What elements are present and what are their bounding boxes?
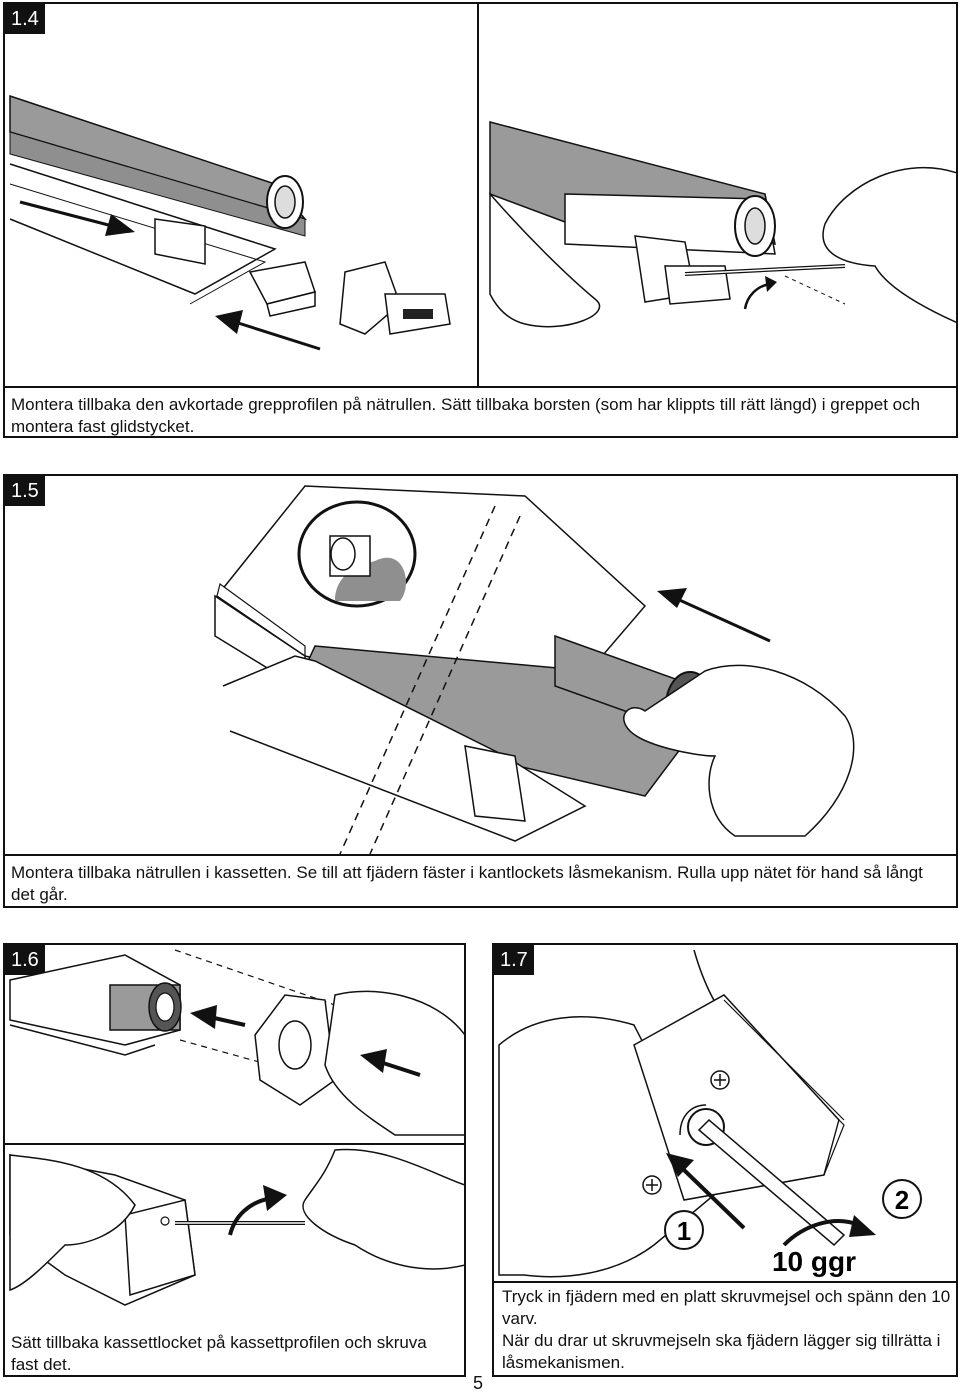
arrow-right-icon xyxy=(19,200,135,236)
cut-line xyxy=(339,505,521,854)
caption-1-4: Montera tillbaka den avkortade grepprofi… xyxy=(11,395,921,436)
step-label: 1.5 xyxy=(5,476,45,506)
section-1-6-panel: 1.6 xyxy=(3,943,466,1377)
hand-lower-left-icon xyxy=(9,1154,136,1292)
illustration-1-6 xyxy=(9,949,464,1306)
hand-left-icon xyxy=(489,192,601,328)
caption-1-5: Montera tillbaka nätrullen i kassetten. … xyxy=(11,863,923,904)
turn-count-label: 10 ggr xyxy=(772,1246,856,1277)
push-arrow-icon xyxy=(666,1153,746,1230)
rotate-arrow-icon xyxy=(743,275,846,310)
section-1-4-panel: 1.4 xyxy=(3,2,958,438)
section-1-5-panel: 1.5 xyxy=(3,474,958,908)
cassette-top xyxy=(9,949,336,1066)
screwdriver-icon xyxy=(697,1118,846,1247)
caption-divider xyxy=(5,386,956,388)
zoom-detail-circle xyxy=(297,500,417,608)
step-1-badge: 1 xyxy=(664,1210,704,1250)
brush-clip xyxy=(248,261,316,317)
turn-arrow-icon xyxy=(782,1215,876,1247)
glide-piece xyxy=(339,261,451,335)
step-label: 1.6 xyxy=(5,945,45,975)
hand-right-icon xyxy=(822,166,956,323)
svg-text:2: 2 xyxy=(895,1185,909,1215)
rotate-arrow-icon xyxy=(228,1185,287,1236)
net-roll-right xyxy=(489,121,776,305)
caption-divider xyxy=(5,854,956,856)
net-roll-left xyxy=(9,94,308,305)
caption-1-7: Tryck in fjädern med en platt skruvmejse… xyxy=(502,1287,951,1372)
screwdriver-icon xyxy=(684,264,846,276)
step-label: 1.7 xyxy=(494,945,534,975)
svg-text:1: 1 xyxy=(677,1216,691,1246)
arrow-up-left-icon xyxy=(657,588,771,643)
screw-icon xyxy=(710,1070,730,1090)
arrow-left-icon xyxy=(215,310,321,351)
arrow-left-icon xyxy=(360,1049,421,1077)
cassette-end xyxy=(633,994,845,1201)
illustration-1-5 xyxy=(214,485,855,854)
hand-icon xyxy=(623,664,855,837)
step-label: 1.4 xyxy=(5,4,45,34)
screw-icon xyxy=(642,1175,662,1195)
caption-divider xyxy=(494,1281,956,1283)
illustration-1-7: 1 2 10 ggr xyxy=(498,949,922,1278)
hand-icon xyxy=(324,990,464,1136)
horizontal-divider xyxy=(5,1143,464,1145)
caption-1-6: Sätt tillbaka kassettlocket på kassettpr… xyxy=(11,1333,427,1374)
page-number: 5 xyxy=(473,1373,484,1393)
end-cap xyxy=(254,994,336,1106)
illustration-1-4 xyxy=(9,94,956,351)
section-1-7-panel: 1.7 xyxy=(492,943,958,1377)
step-2-badge: 2 xyxy=(882,1179,922,1219)
arrow-left-icon xyxy=(190,1005,246,1029)
hand-right-icon xyxy=(302,1148,464,1270)
vertical-divider xyxy=(477,4,479,386)
bottom-rail xyxy=(222,655,587,842)
